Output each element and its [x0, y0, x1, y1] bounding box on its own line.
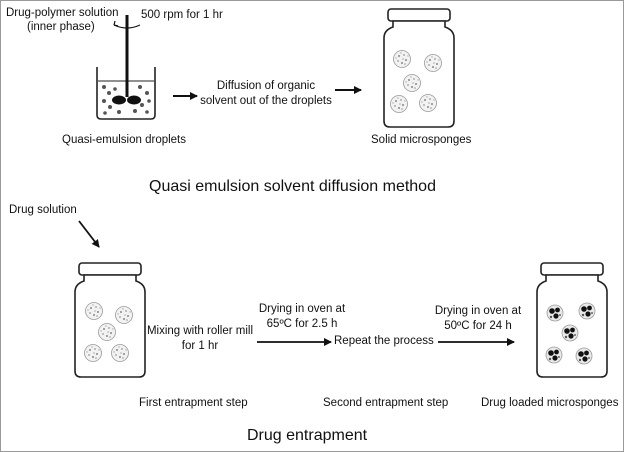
drug-solution-arrow [78, 220, 100, 248]
drug-loaded-microsponges-label: Drug loaded microsponges [481, 397, 619, 409]
repeat-process-label: Repeat the process [334, 335, 434, 347]
entrapment-section-title: Drug entrapment [247, 427, 368, 444]
drug-solution-label: Drug solution [9, 204, 77, 216]
drying1-label-line1: Drying in oven at [258, 303, 346, 315]
jar-drug-loaded-microsponges [536, 262, 608, 378]
drug-polymer-label: Drug-polymer solution [6, 7, 119, 19]
quasi-emulsion-droplets [102, 85, 151, 115]
drying2-label-line2: 50ºC for 24 h [444, 320, 512, 332]
diffusion-label-line2: solvent out of the droplets [200, 95, 332, 107]
stir-speed-label: 500 rpm for 1 hr [141, 9, 223, 21]
beaker-with-stirrer [96, 15, 156, 120]
mixing-label-line1: Mixing with roller mill [146, 325, 254, 337]
quasi-droplets-label: Quasi-emulsion droplets [62, 134, 187, 146]
second-entrapment-step-label: Second entrapment step [323, 397, 449, 409]
drying1-label-line2: 65ºC for 2.5 h [266, 318, 338, 330]
mixing-label-line2: for 1 hr [181, 340, 219, 352]
first-entrapment-step-label: First entrapment step [139, 397, 248, 409]
diffusion-label-line1: Diffusion of organic [216, 80, 316, 92]
inner-phase-label: (inner phase) [27, 21, 95, 33]
solid-microsponges-label: Solid microsponges [371, 134, 472, 146]
jar-first-entrapment [74, 262, 146, 378]
drying2-label-line1: Drying in oven at [434, 305, 522, 317]
method-title: Quasi emulsion solvent diffusion method [149, 178, 436, 195]
jar-solid-microsponges [383, 8, 455, 128]
